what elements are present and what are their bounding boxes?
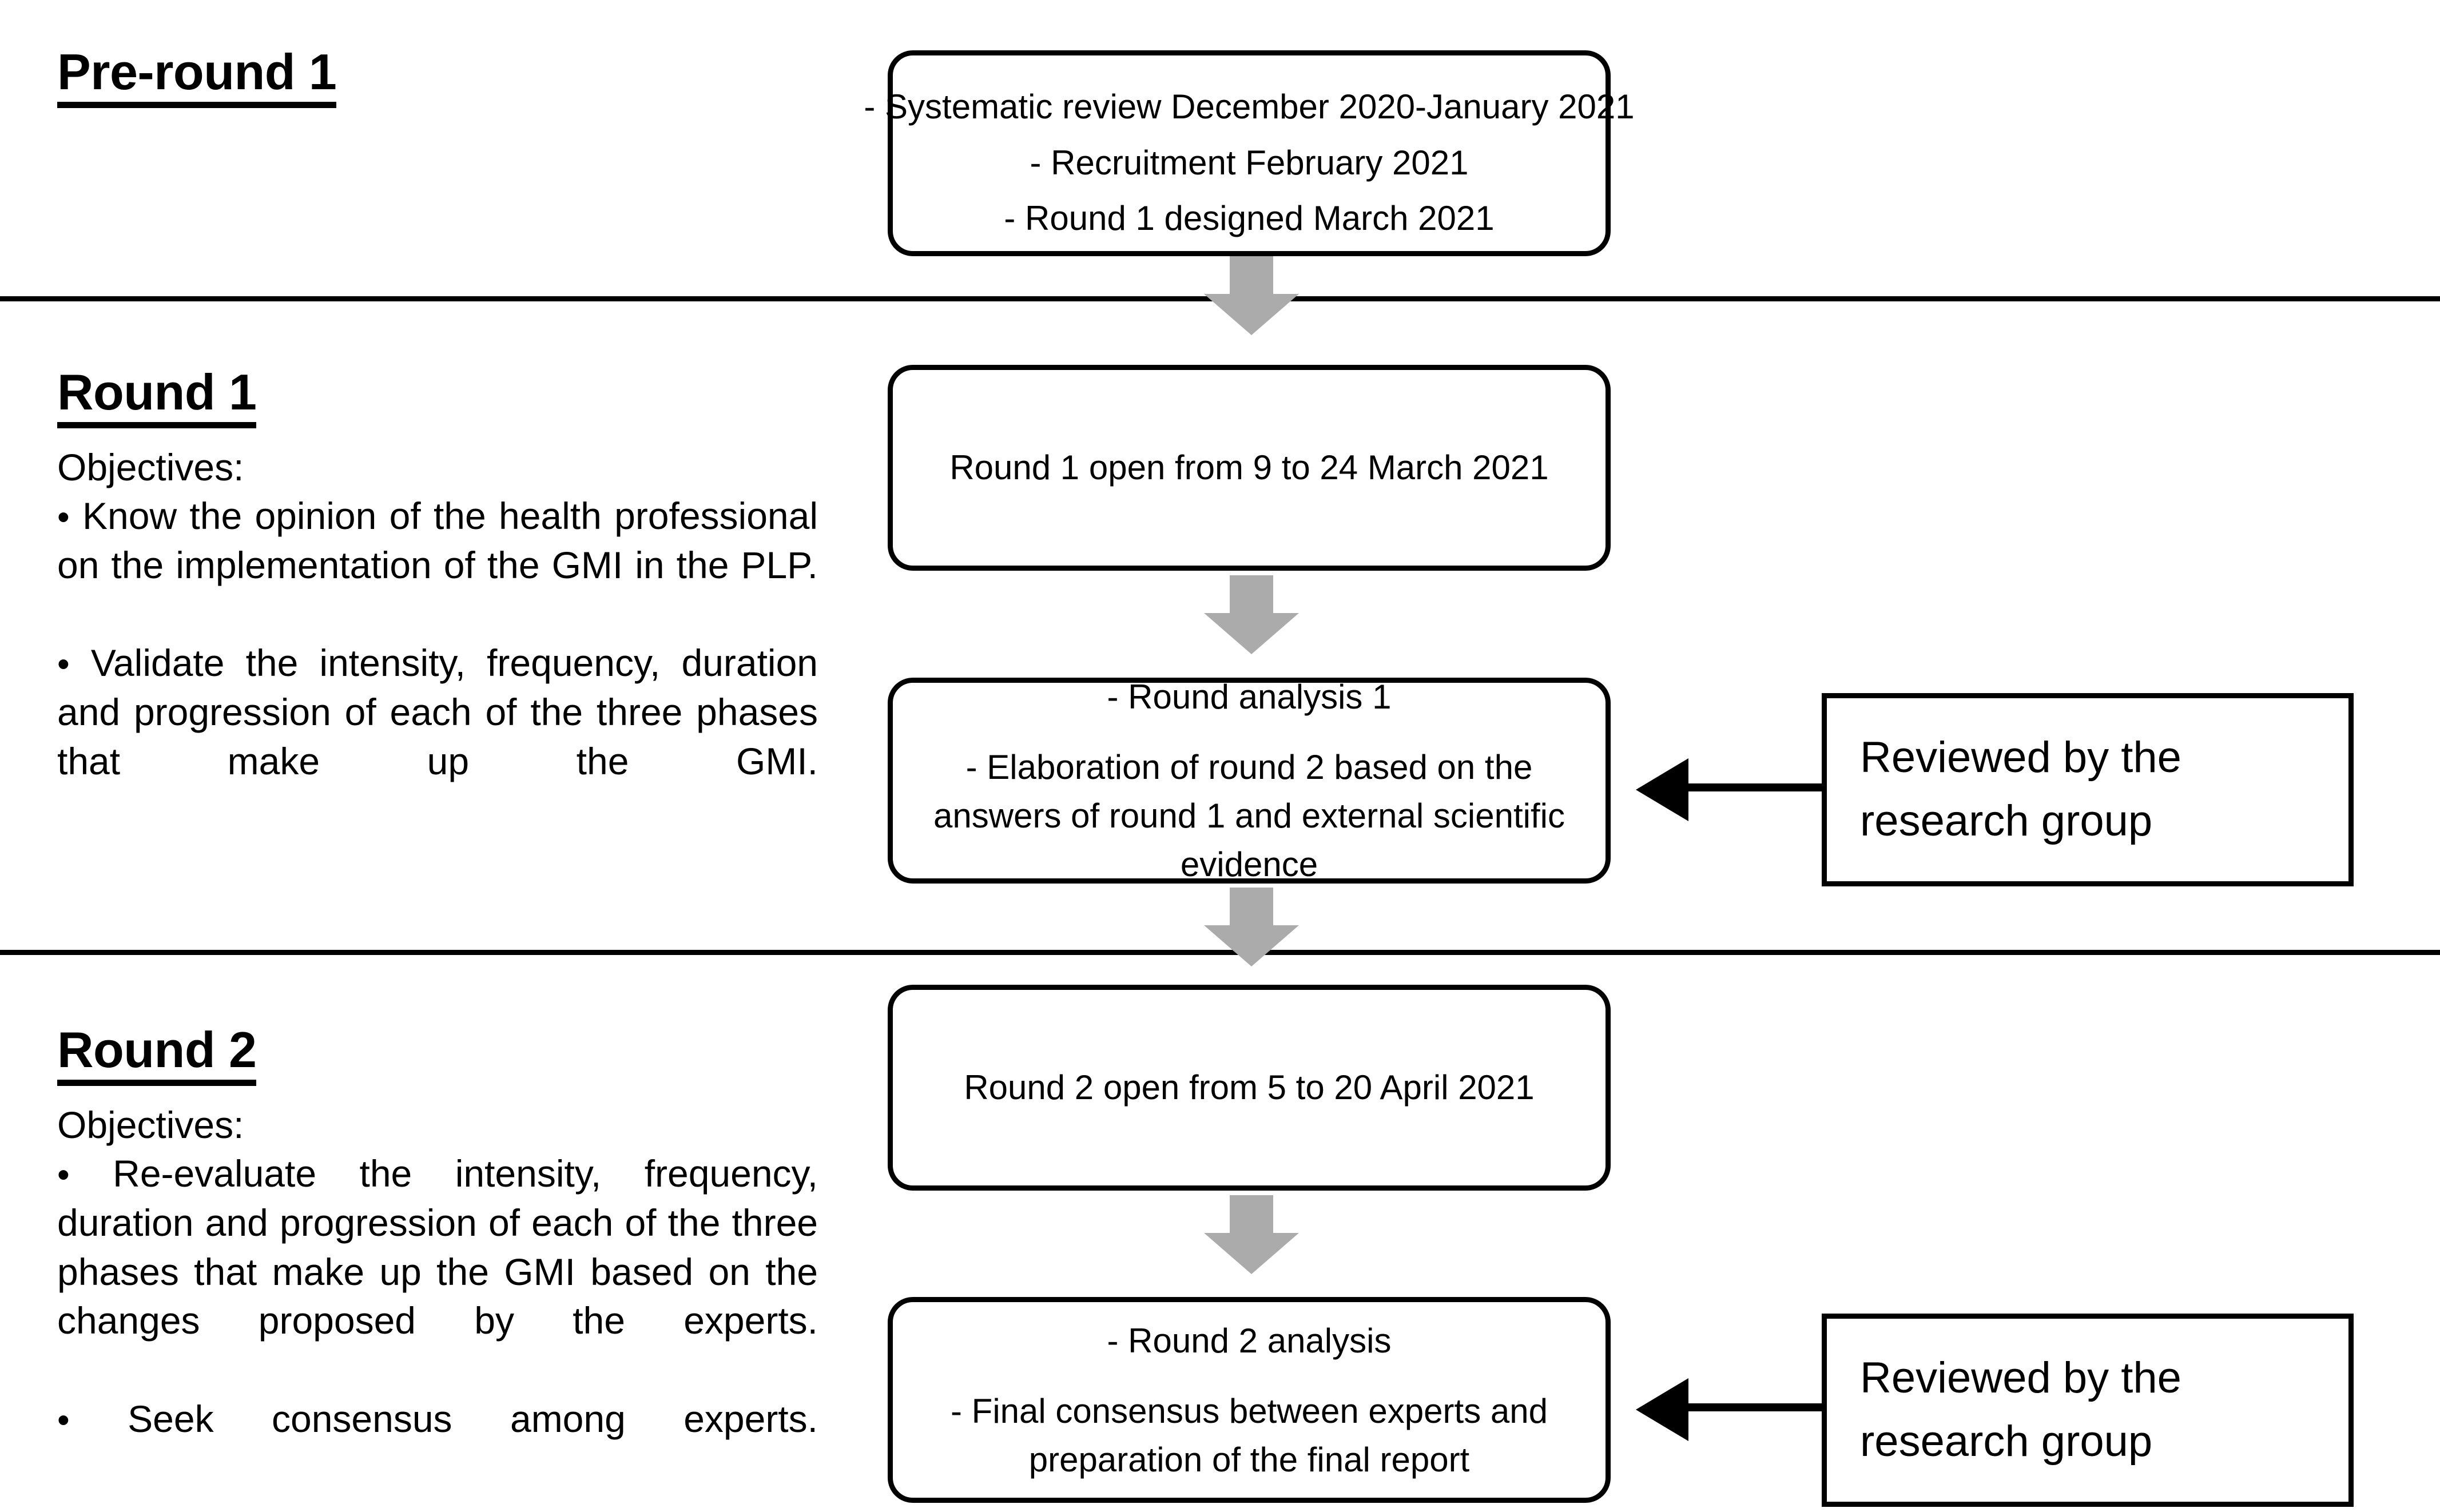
- objective-text: Know the opinion of the health professio…: [57, 494, 818, 586]
- arrow-down-icon: [1204, 256, 1299, 335]
- objective-text: Seek consensus among experts.: [128, 1397, 818, 1440]
- objective-item: • Re-evaluate the intensity, frequency, …: [57, 1149, 818, 1395]
- objective-item: • Seek consensus among experts.: [57, 1395, 818, 1493]
- section-title-round-2: Round 2: [57, 1023, 257, 1087]
- review-box-text: Reviewed by the research group: [1860, 1354, 2181, 1466]
- section-round-1: Round 1 Objectives: • Know the opinion o…: [57, 365, 818, 835]
- objective-text: Validate the intensity, frequency, durat…: [57, 642, 818, 782]
- objectives-label-round-1: Objectives:: [57, 446, 244, 489]
- process-box-round-1-analysis: - Round analysis 1 - Elaboration of roun…: [888, 678, 1611, 884]
- review-box-round-2: Reviewed by the research group: [1822, 1314, 2354, 1507]
- arrow-shaft: [1687, 783, 1825, 791]
- arrow-head: [1636, 1378, 1688, 1441]
- process-line: - Final consensus between experts and pr…: [951, 1391, 1548, 1479]
- process-line: - Elaboration of round 2 based on the an…: [933, 748, 1565, 884]
- arrow-down-icon: [1204, 575, 1299, 654]
- arrow-left-icon: [1636, 758, 1825, 821]
- process-line: Round 1 open from 9 to 24 March 2021: [949, 448, 1549, 487]
- bullet-icon: •: [57, 1155, 70, 1195]
- process-line: - Round analysis 1: [1107, 678, 1392, 717]
- bullet-icon: •: [57, 497, 70, 537]
- arrow-down-icon: [1204, 888, 1299, 966]
- objective-text: Re-evaluate the intensity, frequency, du…: [57, 1152, 818, 1342]
- section-title-pre-round-1: Pre-round 1: [57, 45, 337, 109]
- process-line: - Round 1 designed March 2021: [1004, 199, 1495, 238]
- process-box-pre-round-1: - Systematic review December 2020-Januar…: [864, 50, 1635, 256]
- bullet-icon: •: [57, 644, 70, 685]
- arrow-shaft: [1687, 1403, 1825, 1411]
- section-divider-round-1: [0, 950, 2440, 955]
- section-round-2: Round 2 Objectives: • Re-evaluate the in…: [57, 1023, 818, 1493]
- process-box-round-2-analysis: - Round 2 analysis - Final consensus bet…: [888, 1297, 1611, 1503]
- process-box-round-1-open: Round 1 open from 9 to 24 March 2021: [888, 365, 1611, 571]
- process-line: - Round 2 analysis: [1107, 1322, 1392, 1360]
- objective-item: • Know the opinion of the health profess…: [57, 492, 818, 639]
- section-title-round-1: Round 1: [57, 365, 257, 429]
- review-box-round-1: Reviewed by the research group: [1822, 693, 2354, 886]
- objective-item: • Validate the intensity, frequency, dur…: [57, 639, 818, 835]
- process-line: Round 2 open from 5 to 20 April 2021: [964, 1068, 1535, 1107]
- process-line: - Recruitment February 2021: [1030, 143, 1469, 182]
- bullet-icon: •: [57, 1400, 70, 1440]
- objectives-label-round-2: Objectives:: [57, 1104, 244, 1147]
- arrow-head: [1636, 758, 1688, 821]
- arrow-down-icon: [1204, 1195, 1299, 1274]
- section-pre-round-1: Pre-round 1: [57, 45, 818, 116]
- arrow-left-icon: [1636, 1378, 1825, 1441]
- process-line: - Systematic review December 2020-Januar…: [864, 87, 1635, 126]
- review-box-text: Reviewed by the research group: [1860, 733, 2181, 845]
- process-box-round-2-open: Round 2 open from 5 to 20 April 2021: [888, 985, 1611, 1191]
